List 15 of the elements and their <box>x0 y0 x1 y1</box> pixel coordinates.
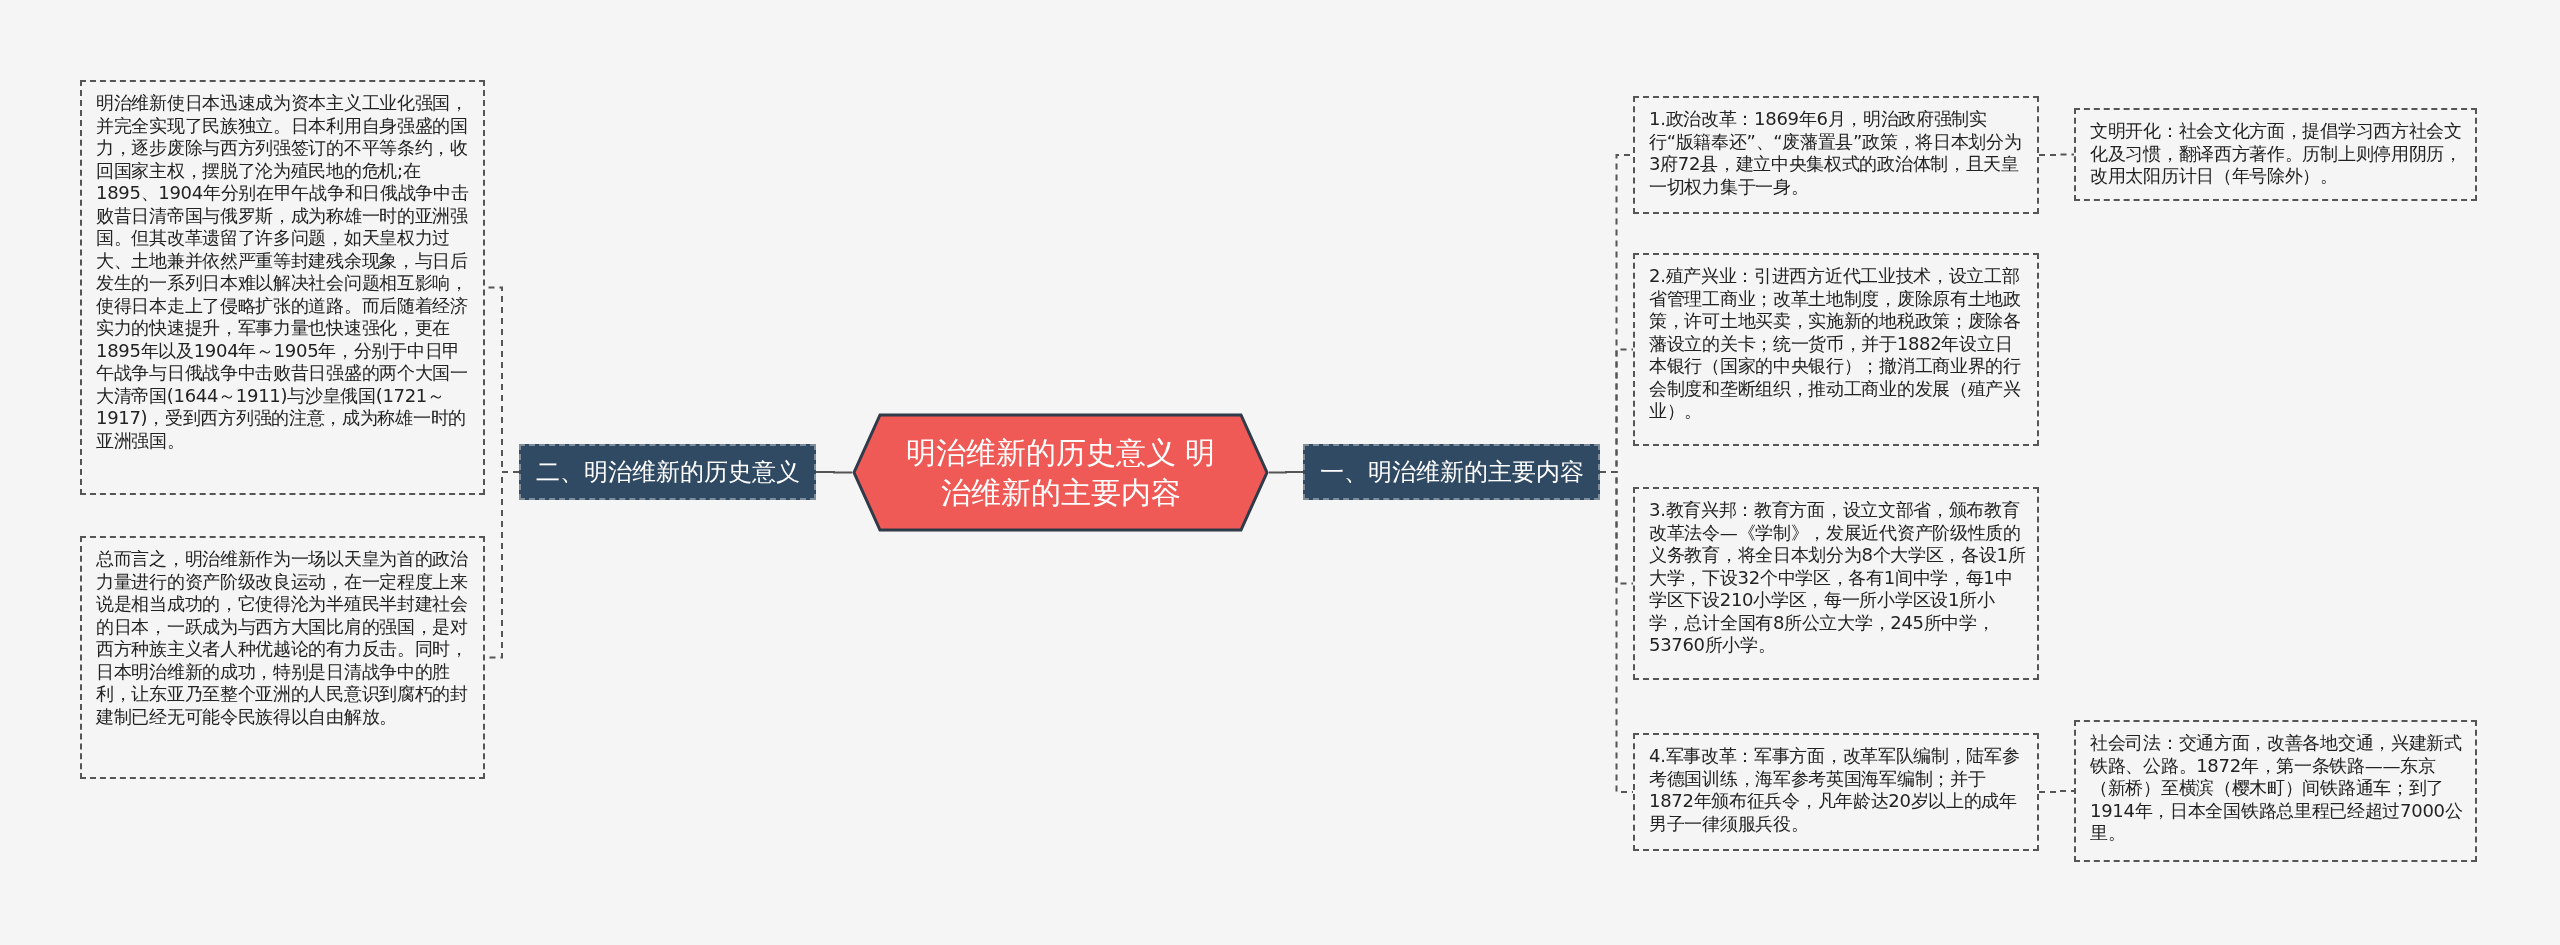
text-box: 总而言之，明治维新作为一场以天皇为首的政治力量进行的资产阶级改良运动，在一定程度上来说是相当成功的，它使得沦为半殖民半封建社会的日本，一跃成为与西方大国比肩的强国，是对西方种族主义者人种优越论的有力反击。同时，日本明治维新的成功，特别是日清战争中的胜利，让东亚乃至整个亚洲的人民意识到腐朽的封建制已经无可能令民族得以自由解放。 <box>80 536 485 779</box>
connector-line <box>1268 471 1304 474</box>
text-box: 社会司法：交通方面，改善各地交通，兴建新式铁路、公路。1872年，第一条铁路——东京（新桥）至横滨（樱木町）间铁路通车；到了1914年，日本全国铁路总里程已经超过7000公里。 <box>2074 720 2477 862</box>
connector-line <box>815 471 853 474</box>
text-box: 文明开化：社会文化方面，提倡学习西方社会文化及习惯，翻译西方著作。历制上则停用阴历，改用太阳历计日（年号除外）。 <box>2074 108 2477 201</box>
branch-box: 一、明治维新的主要内容 <box>1303 444 1600 500</box>
text-box: 2.殖产兴业：引进西方近代工业技术，设立工部省管理工商业；改革土地制度，废除原有土地政策，许可土地买卖，实施新的地税政策；废除各藩设立的关卡；统一货币，并于1882年设立日本银行（国家的中央银行）；撤消工商业界的行会制度和垄断组织，推动工商业的发展（殖产兴业）。 <box>1633 253 2039 446</box>
connector-line <box>2038 153 2075 156</box>
branch-box: 二、明治维新的历史意义 <box>519 444 816 500</box>
connector-line <box>2038 790 2075 793</box>
topic-hexagon: 明治维新的历史意义 明治维新的主要内容 <box>852 413 1269 532</box>
text-box: 明治维新使日本迅速成为资本主义工业化强国，并完全实现了民族独立。日本利用自身强盛的国力，逐步废除与西方列强签订的不平等条约，收回国家主权，摆脱了沦为殖民地的危机;在1895、1904年分别在甲午战争和日俄战争中击败昔日清帝国与俄罗斯，成为称雄一时的亚洲强国。但其改革遗留了许多问题，如天皇权力过大、土地兼并依然严重等封建残余现象，与日后发生的一系列日本难以解决社会问题相互影响，使得日本走上了侵略扩张的道路。而后随着经济实力的快速提升，军事力量也快速强化，更在1895年以及1904年～1905年，分别于中日甲午战争与日俄战争中击败昔日强盛的两个大国一大清帝国(1644～1911)与沙皇俄国(1721～1917)，受到西方列强的注意，成为称雄一时的亚洲强国。 <box>80 80 485 495</box>
text-box: 3.教育兴邦：教育方面，设立文部省，颁布教育改革法令—《学制》，发展近代资产阶级性质的义务教育，将全日本划分为8个大学区，各设1所大学，下设32个中学区，各有1间中学，每1中学区下设210小学区，每一所小学区设1所小学，总计全国有8所公立大学，245所中学，53760所小学。 <box>1633 487 2039 680</box>
text-box: 1.政治改革：1869年6月，明治政府强制实行“版籍奉还”、“废藩置县”政策，将日本划分为3府72县，建立中央集权式的政治体制，且天皇一切权力集于一身。 <box>1633 96 2039 214</box>
text-box: 4.军事改革：军事方面，改革军队编制，陆军参考德国训练，海军参考英国海军编制；并于1872年颁布征兵令，凡年龄达20岁以上的成年男子一律须服兵役。 <box>1633 733 2039 851</box>
